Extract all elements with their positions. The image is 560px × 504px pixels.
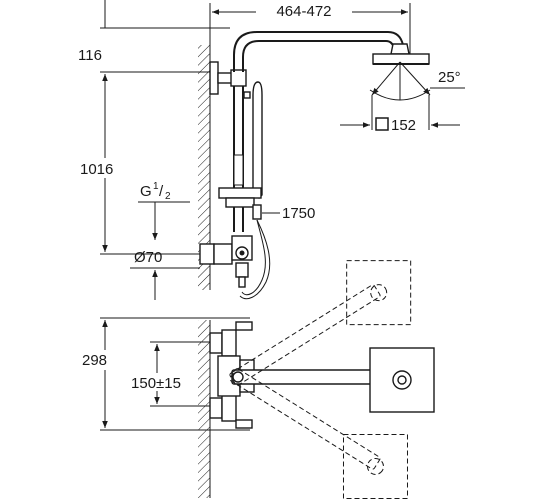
angle-line-right [399,61,431,96]
lower-eccentric [209,397,223,419]
wall-hatch-bottom [198,320,210,498]
diverter-center [239,250,245,256]
outlet-nipple [238,276,246,288]
wall-flange [199,243,215,265]
hose-length-dimension: 1750 [282,205,315,222]
hose-outer [241,219,266,296]
outlet-elbow [235,262,249,278]
depth-dimension: 298 [82,352,107,369]
head-hub-inner [397,375,407,385]
center-dim-bg [116,373,196,391]
upper-eccentric [209,332,223,354]
wall-hatch [198,45,210,290]
upper-valve [221,329,237,357]
arm-pivot [232,371,244,383]
rail-height-dimension: 1016 [80,161,113,178]
slider-body [225,197,255,208]
square-symbol-icon [375,117,389,131]
thread-numerator: 1 [153,181,159,192]
top-height-dimension: 116 [78,47,102,64]
angle-arc [369,89,431,101]
rotated-arm-down-body [229,368,381,470]
thread-denominator: 2 [165,191,171,202]
diameter-dimension: Ø70 [134,249,162,266]
holder-top-clip [243,91,251,99]
width-dimension: 464-472 [276,3,331,20]
hose-inner [239,219,271,300]
tilt-angle: 25° [438,69,461,86]
riser-connector [230,69,247,87]
head-size-dimension: 152 [391,117,416,134]
width-dim-bg [256,1,352,19]
valve-body [213,243,233,265]
thread-slash: / [159,183,164,200]
front-view: 464-472 116 1016 G 1 / 2 Ø70 [72,0,465,300]
upper-handle [235,321,253,331]
hose-connector [252,204,262,220]
shower-head-joint [390,43,410,55]
lower-handle [235,419,253,429]
rotated-hub-down [366,457,384,475]
rail-dim-bg [72,158,132,178]
rotated-hub-up [370,284,388,302]
top-bracket-flange [209,61,219,95]
top-view: 298 150±15 [78,260,435,499]
lower-valve [221,394,237,422]
center-distance-dimension: 150±15 [131,375,181,392]
riser-segment [233,154,244,186]
shower-arm-inner [242,40,395,72]
thread-label: G [140,183,152,200]
hand-shower [252,81,263,199]
slider-cap [218,187,262,199]
shower-arm-outer [233,31,404,72]
angle-line-left [371,61,401,96]
depth-dim-bg [78,350,126,370]
rotated-arm-up-body [229,284,381,386]
